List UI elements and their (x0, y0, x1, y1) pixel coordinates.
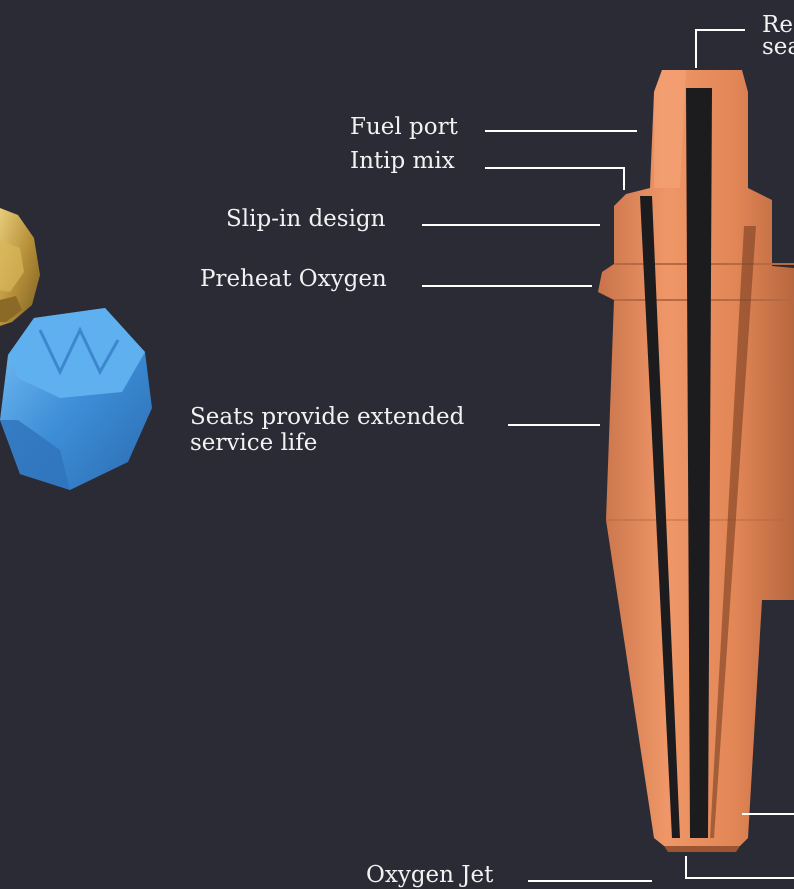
label-seats-line2: service life (190, 432, 317, 455)
label-oxygen-jet: Oxygen Jet (366, 864, 493, 887)
leader-line-top-right (696, 30, 745, 68)
label-intip-mix: Intip mix (350, 150, 455, 173)
brass-nut-icon (0, 208, 40, 326)
leader-line-intip-mix (485, 168, 624, 190)
label-preheat-oxygen: Preheat Oxygen (200, 268, 387, 291)
cutting-tip-illustration (598, 70, 794, 852)
label-seats-line1: Seats provide extended (190, 406, 464, 429)
oxygen-bore (686, 88, 712, 838)
blue-nut-icon (0, 308, 152, 490)
label-fuel-port: Fuel port (350, 116, 458, 139)
label-slip-in-design: Slip-in design (226, 208, 385, 231)
label-top-right: Re sea (762, 14, 794, 58)
leader-line-jet-bottom (686, 856, 794, 878)
